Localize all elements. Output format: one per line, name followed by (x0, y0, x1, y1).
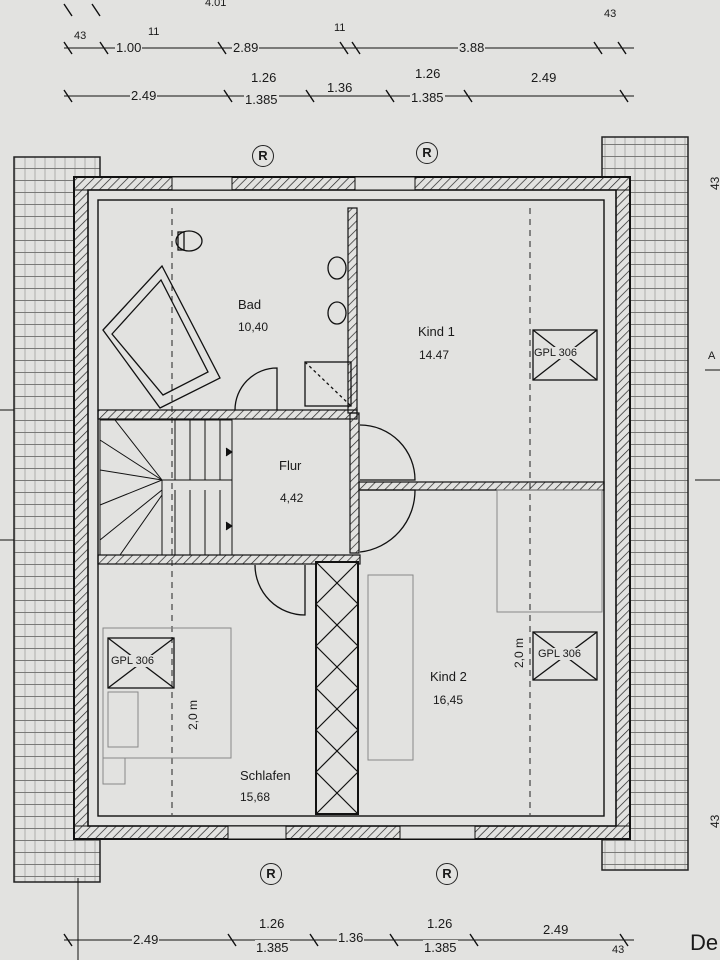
dim-top-2-49-left: 2.49 (130, 88, 158, 103)
room-schlafen-area: 15,68 (240, 790, 271, 804)
dim-bottom-1-26-b: 1.26 (426, 916, 454, 931)
room-schlafen-name: Schlafen (240, 768, 291, 783)
dim-bottom-1-26-a: 1.26 (258, 916, 286, 931)
dim-top-43-right: 43 (604, 8, 617, 20)
dim-top-1-385-a: 1.385 (244, 92, 279, 107)
wall-row-mid (97, 409, 358, 420)
dim-top-43-left: 43 (74, 30, 87, 42)
room-kind1-name: Kind 1 (418, 324, 455, 339)
dim-top-1-00: 1.00 (115, 40, 143, 55)
roof-window-label-kind2: GPL 306 (538, 648, 582, 660)
room-bad-name: Bad (238, 297, 262, 312)
dim-top-1-36: 1.36 (326, 80, 354, 95)
dim-top-3-88: 3.88 (458, 40, 486, 55)
room-kind1-area: 14.47 (419, 348, 450, 362)
dim-top-1-26-a: 1.26 (250, 70, 278, 85)
corner-text: De (690, 930, 719, 955)
r-mark-top-right: R (416, 142, 438, 164)
dim-top-2-89: 2.89 (232, 40, 260, 55)
room-flur-area: 4,42 (280, 491, 304, 505)
roof-window-label-kind1: GPL 306 (534, 347, 578, 359)
r-mark-bottom-left: R (260, 863, 282, 885)
dim-top-11-a: 11 (148, 26, 160, 38)
wall-kind1-kind2 (358, 481, 605, 491)
wall-flur-east (349, 412, 360, 554)
shaft (315, 561, 359, 815)
height-label-kind2: 2,0 m (512, 637, 526, 668)
roof-window-label-schlafen: GPL 306 (111, 655, 155, 667)
dim-top-1-26-b: 1.26 (414, 66, 442, 81)
dim-bottom-1-385-a: 1.385 (255, 940, 290, 955)
right-43-bottom: 43 (708, 814, 720, 828)
r-mark-top-left: R (252, 145, 274, 167)
room-bad-area: 10,40 (238, 320, 269, 334)
dim-top-1-385-b: 1.385 (410, 90, 445, 105)
dim-bottom-43: 43 (612, 944, 625, 956)
dim-bottom-1-385-b: 1.385 (423, 940, 458, 955)
dim-top-2-49-right: 2.49 (530, 70, 558, 85)
axis-a: A (708, 350, 716, 362)
height-label-schlafen: 2,0 m (186, 699, 200, 730)
r-mark-bottom-right: R (436, 863, 458, 885)
room-kind2-name: Kind 2 (430, 669, 467, 684)
dim-top-11-b: 11 (334, 22, 346, 34)
dim-bottom-2-49-right: 2.49 (542, 922, 570, 937)
wall-bad-kind1 (347, 207, 358, 414)
room-kind2-area: 16,45 (433, 693, 464, 707)
room-flur-name: Flur (279, 458, 302, 473)
dim-bottom-1-36: 1.36 (337, 930, 365, 945)
right-43-top: 43 (708, 176, 720, 190)
dim-top-4-01: 4.01 (205, 0, 227, 9)
bath-fixtures (102, 230, 352, 411)
staircase (99, 419, 233, 556)
dim-bottom-2-49-left: 2.49 (132, 932, 160, 947)
door-swings (254, 424, 416, 616)
